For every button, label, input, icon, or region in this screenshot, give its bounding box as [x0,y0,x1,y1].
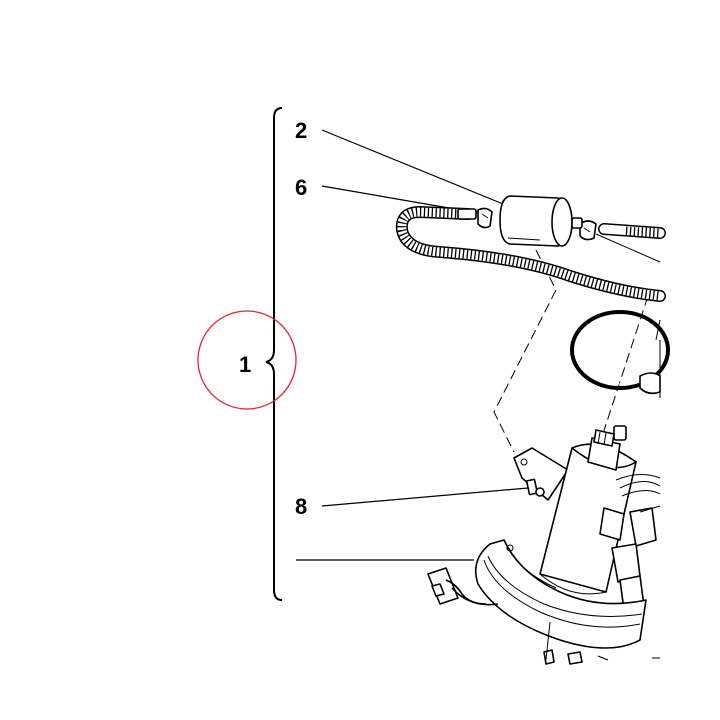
dashed-guide-left [493,289,557,453]
callout-1: 1 [239,352,251,377]
fuel-pump [513,429,637,595]
electrical-connector [427,567,499,606]
fuel-filter [499,195,583,247]
leader-line-8 [321,487,529,507]
wiring-harness [611,474,661,611]
sealing-ring [570,310,670,390]
leader-line-2 [321,129,509,207]
dashed-guide-right [595,295,649,456]
hose-clamp-right [579,220,597,241]
highlight-circle [197,310,297,410]
pump-flange [474,539,647,649]
hose-end [457,208,477,220]
callout-2: 2 [295,118,307,143]
hose-clamp-left [477,207,493,229]
outlet-nipple [613,425,627,441]
callout-8: 8 [295,494,307,519]
retainer-clip [639,319,661,398]
callout-6: 6 [295,175,307,200]
assembly-bracket [265,107,283,601]
mounting-bolt [526,478,545,497]
bottom-fittings [543,649,660,665]
